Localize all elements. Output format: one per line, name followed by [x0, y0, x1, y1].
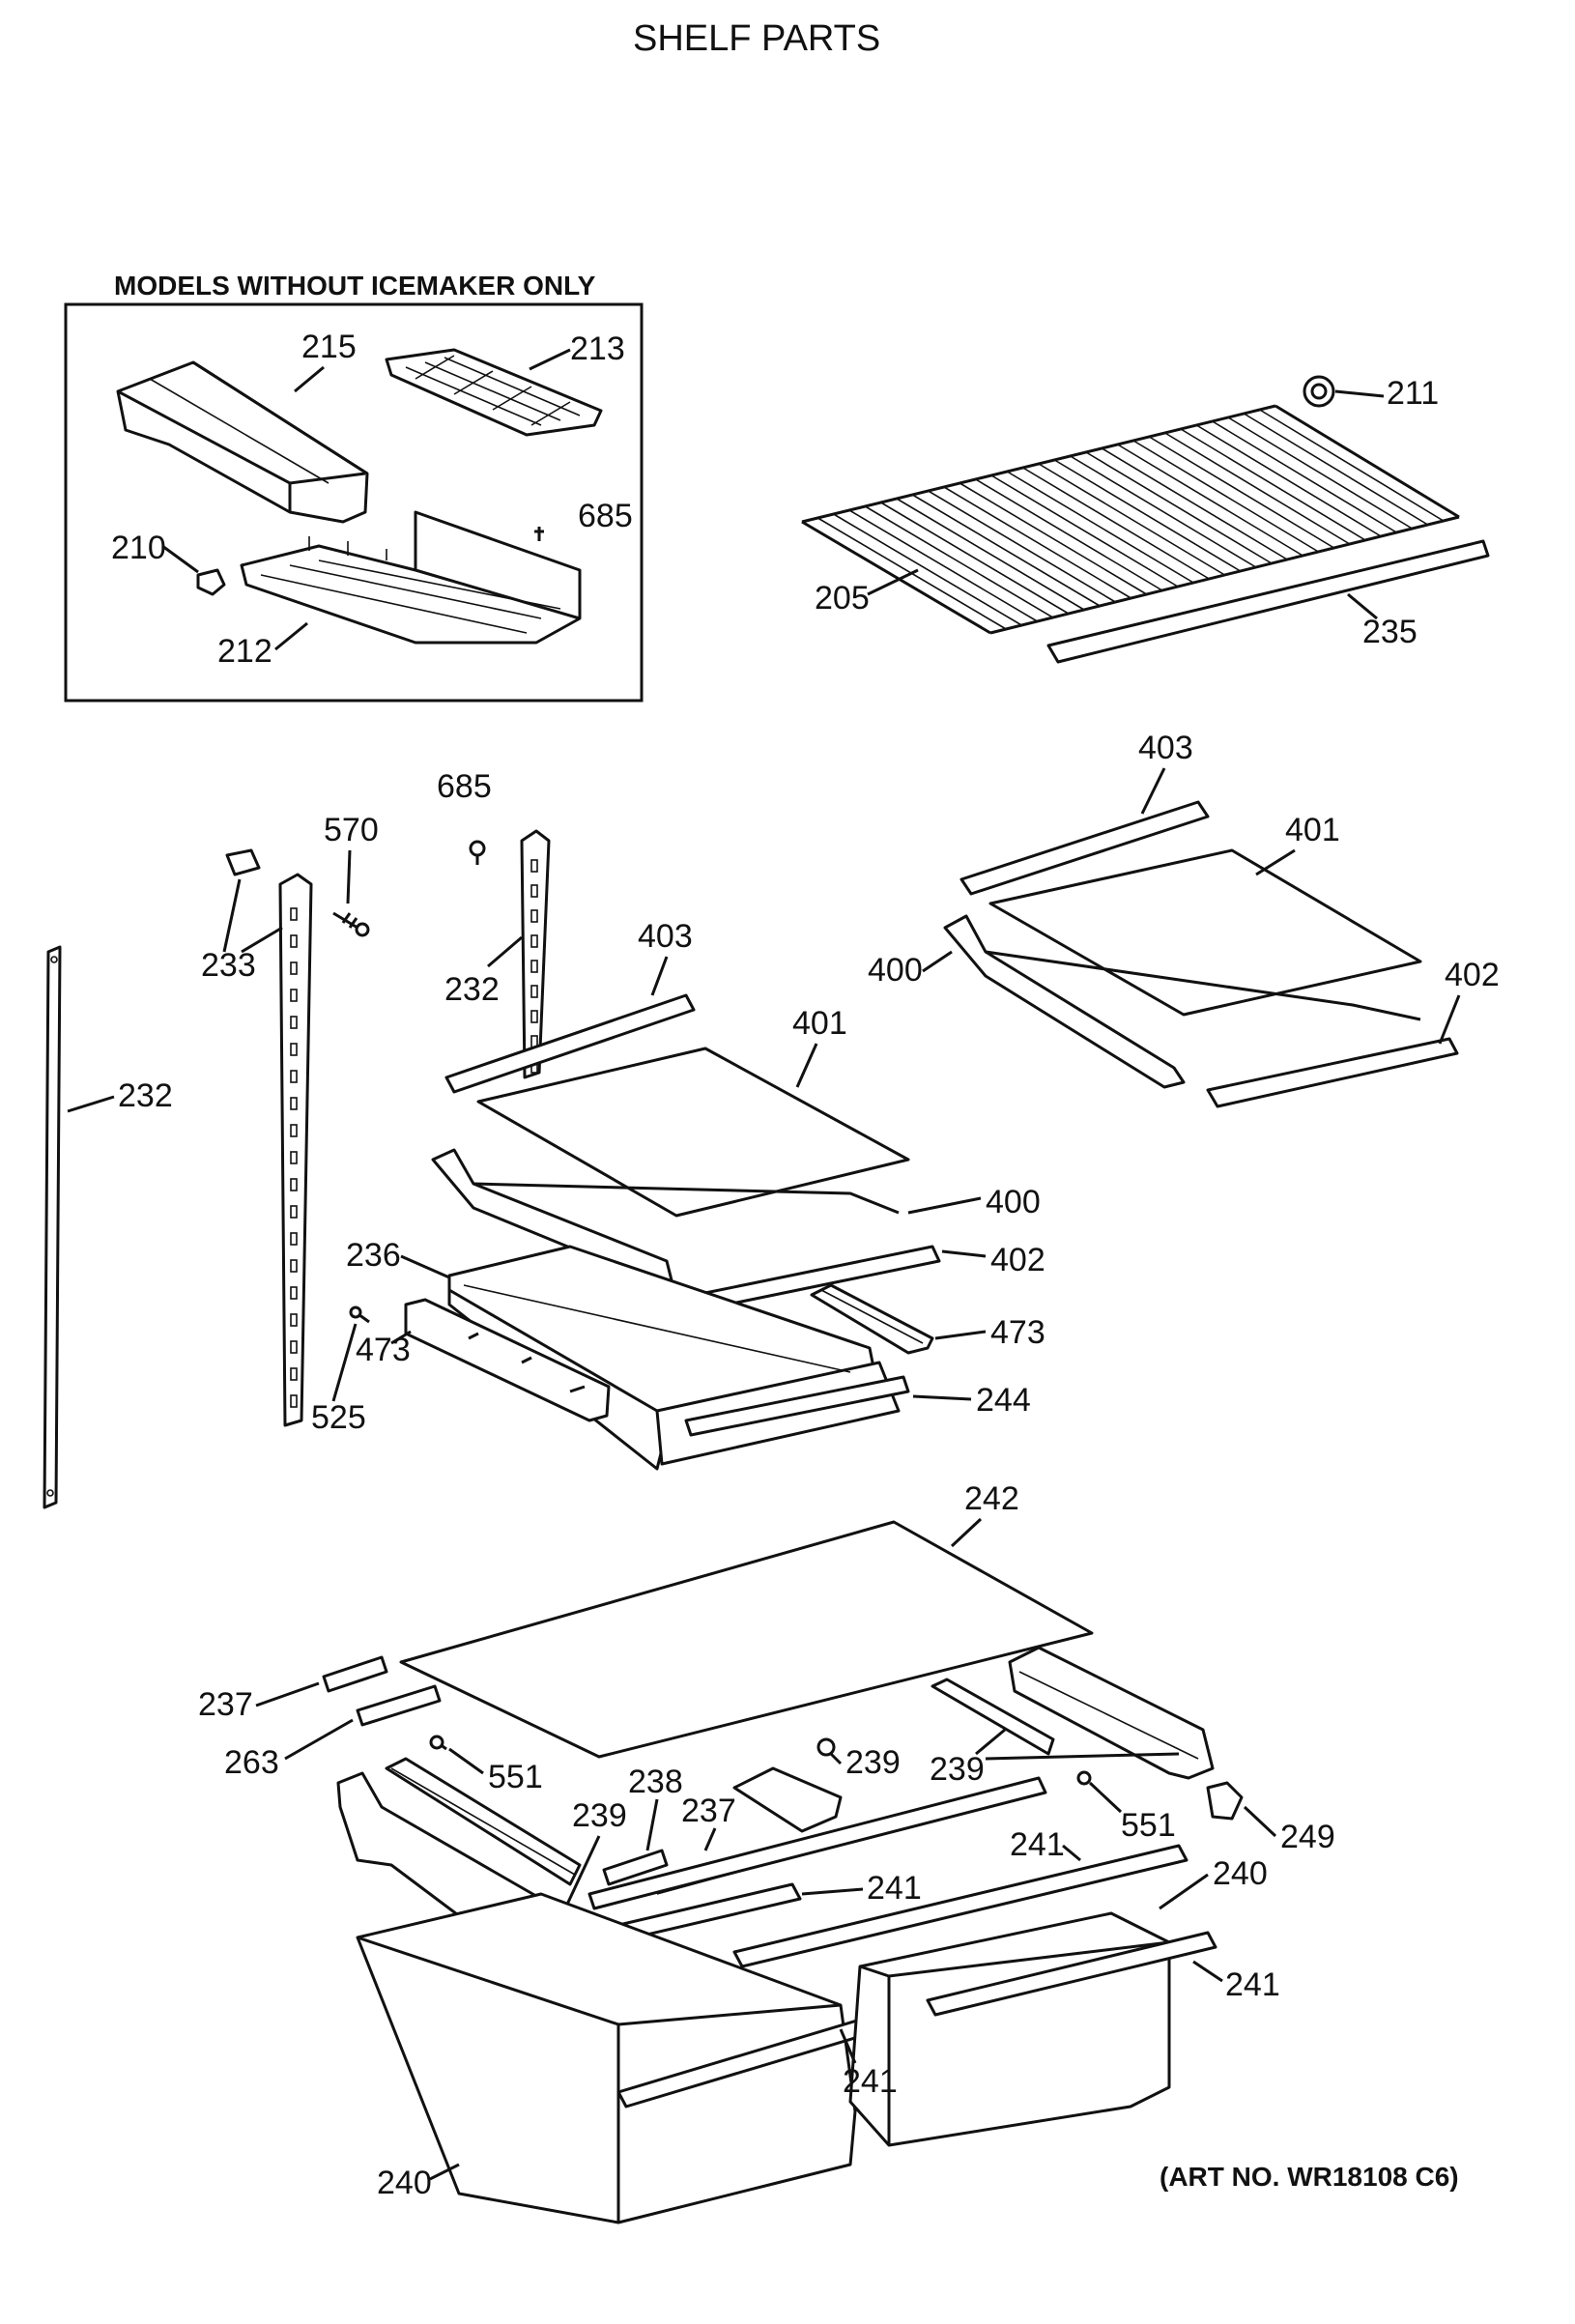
- part-249-clip: [1206, 1781, 1244, 1821]
- callout-570: 570: [324, 812, 379, 848]
- part-570-screw: [332, 911, 370, 937]
- callout-239-b: 239: [930, 1751, 985, 1788]
- callout-525: 525: [311, 1399, 366, 1436]
- part-402-rail-right: [1206, 1037, 1459, 1108]
- part-400-frame-right: [943, 914, 1186, 1089]
- part-525-screw: [349, 1305, 370, 1324]
- part-473-side-rail-right: [810, 1283, 934, 1355]
- center-glass-shelf: [431, 993, 941, 1311]
- callout-239-c: 239: [572, 1797, 627, 1834]
- part-551-screw-left: [429, 1735, 447, 1751]
- callout-685-b: 685: [437, 768, 492, 805]
- part-240-bin-left: [356, 1892, 870, 2224]
- part-212-tray: [240, 510, 582, 645]
- part-237-rail-center: [587, 1776, 1047, 1910]
- part-242-glass: [399, 1520, 1094, 1759]
- callout-685: 685: [578, 498, 633, 534]
- part-403-rail-right: [959, 800, 1210, 896]
- art-number: (ART NO. WR18108 C6): [1160, 2162, 1459, 2192]
- callout-402: 402: [1445, 957, 1500, 993]
- callout-241-c: 241: [1225, 1966, 1280, 2003]
- callout-403-b: 403: [638, 918, 693, 955]
- callout-473-b: 473: [990, 1314, 1045, 1351]
- part-551-screw-right: [1076, 1770, 1092, 1786]
- callout-241: 241: [867, 1870, 922, 1907]
- part-232-upright-right: [520, 829, 551, 1079]
- part-238-bar: [602, 1849, 669, 1886]
- part-235-rail: [1046, 539, 1490, 664]
- part-side-frame-right: [1008, 1646, 1215, 1780]
- callout-237: 237: [198, 1686, 253, 1723]
- part-210-knob: [196, 568, 226, 596]
- callout-400-b: 400: [986, 1184, 1041, 1220]
- part-473-side-rail-left: [404, 1298, 611, 1422]
- part-239-rail-right: [931, 1678, 1055, 1756]
- callout-212: 212: [217, 633, 272, 670]
- part-401-glass-center: [476, 1047, 910, 1218]
- part-233-clip: [225, 848, 261, 876]
- callout-244: 244: [976, 1382, 1031, 1419]
- callout-232: 232: [444, 971, 500, 1008]
- callout-239: 239: [845, 1744, 901, 1781]
- part-401-glass-right: [988, 848, 1422, 1017]
- callout-240-b: 240: [377, 2165, 432, 2201]
- part-263-bracket: [356, 1684, 442, 1727]
- callout-242: 242: [964, 1480, 1019, 1517]
- callout-241-b: 241: [1010, 1826, 1065, 1863]
- callout-401-b: 401: [792, 1005, 847, 1042]
- part-403-rail-center: [444, 993, 696, 1094]
- callout-232-left: 232: [118, 1077, 173, 1114]
- part-237-bracket-left: [322, 1655, 388, 1693]
- part-239-bracket-center: [732, 1737, 843, 1833]
- part-213-ice-tray: [385, 348, 603, 437]
- callout-401: 401: [1285, 812, 1340, 848]
- part-215-bin: [116, 360, 369, 524]
- part-400-frame-center: [431, 1148, 673, 1285]
- part-232-upright-left: [43, 945, 62, 1509]
- callout-551: 551: [488, 1759, 543, 1795]
- inset-panel: MODELS WITHOUT ICEMAKER ONLY 215: [64, 271, 644, 703]
- callout-237-b: 237: [681, 1793, 736, 1829]
- callout-241-d: 241: [843, 2063, 898, 2100]
- callout-213: 213: [570, 330, 625, 367]
- callout-205: 205: [815, 580, 870, 617]
- part-211-cap: [1303, 375, 1335, 408]
- part-233-upright-center: [278, 873, 313, 1427]
- inset-heading: MODELS WITHOUT ICEMAKER ONLY: [114, 271, 596, 301]
- callout-238: 238: [628, 1764, 683, 1800]
- page-title: SHELF PARTS: [633, 18, 880, 59]
- callout-215: 215: [301, 329, 357, 365]
- callout-236: 236: [346, 1237, 401, 1274]
- callout-402-b: 402: [990, 1242, 1045, 1278]
- callout-210: 210: [111, 530, 166, 566]
- part-205-wire-shelf: [801, 404, 1460, 635]
- callout-400: 400: [868, 952, 923, 989]
- part-685-screw-small: [534, 527, 544, 541]
- inset-border: [64, 302, 644, 703]
- callout-263: 263: [224, 1744, 279, 1781]
- callout-233: 233: [201, 947, 256, 984]
- right-glass-shelf: [943, 800, 1459, 1108]
- callout-235: 235: [1362, 614, 1418, 650]
- callout-211: 211: [1387, 375, 1439, 412]
- callout-249: 249: [1280, 1819, 1335, 1855]
- part-241-rail-b: [732, 1844, 1188, 1968]
- part-244-rail: [684, 1375, 910, 1437]
- callout-403: 403: [1138, 730, 1193, 766]
- callout-551-b: 551: [1121, 1807, 1176, 1844]
- callout-240: 240: [1213, 1855, 1268, 1892]
- part-240-bin-right: [848, 1911, 1217, 2147]
